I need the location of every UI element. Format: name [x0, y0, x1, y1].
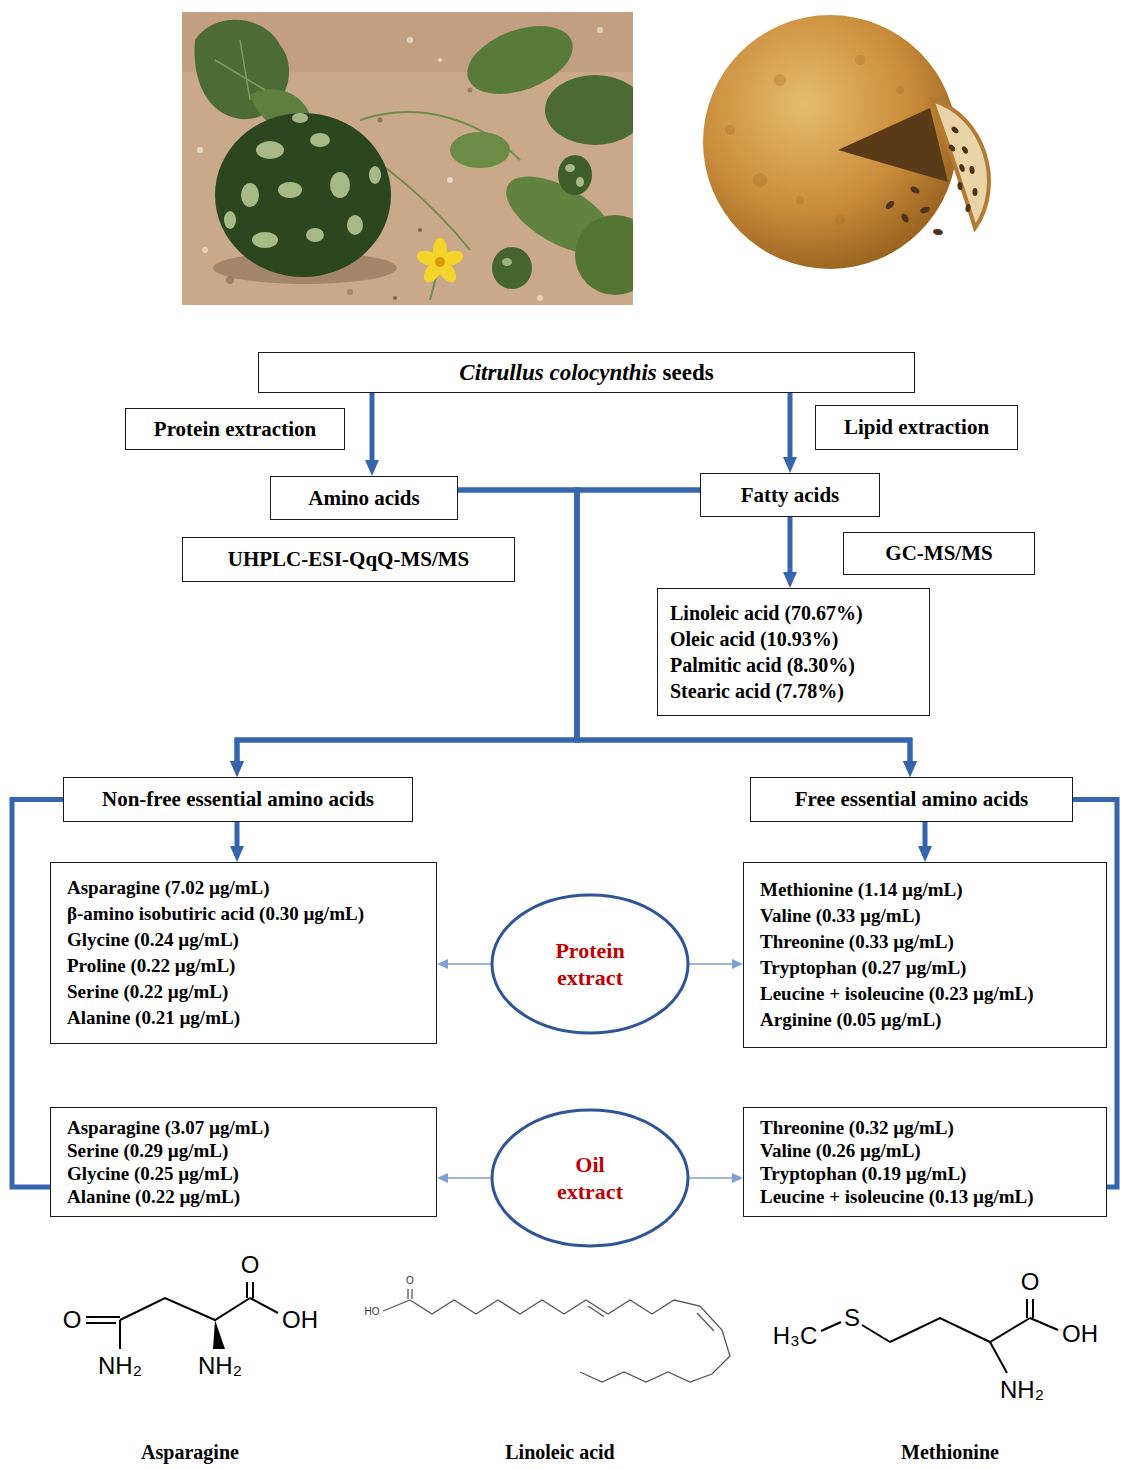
compound-name: Methionine [901, 1442, 999, 1462]
source-box: Citrullus colocynthis seeds [258, 352, 915, 393]
box-text: Arginine (0.05 µg/mL) [760, 1007, 941, 1033]
extract-circle: Protein extract [490, 893, 690, 1035]
circle-outline [490, 893, 690, 1035]
box-text: Threonine (0.32 µg/mL) [760, 1116, 954, 1139]
extract-arrow [687, 1177, 732, 1179]
category-box: Amino acids [270, 476, 458, 520]
flow-arrow [237, 490, 700, 761]
box-text: Tryptophan (0.27 µg/mL) [760, 955, 966, 981]
box-text: Leucine + isoleucine (0.23 µg/mL) [760, 981, 1034, 1007]
category-box: Fatty acids [700, 473, 880, 517]
atom-label: HO [365, 1307, 380, 1317]
technique-box: UHPLC-ESI-QqQ-MS/MS [182, 537, 515, 582]
method-box: Protein extraction [125, 408, 345, 450]
box-text: Tryptophan (0.19 µg/mL) [760, 1162, 966, 1185]
flow-arrow [923, 822, 928, 846]
box-text: Alanine (0.22 µg/mL) [67, 1185, 240, 1208]
circle-outline [492, 895, 688, 1033]
flow-arrow [237, 490, 577, 761]
plain-text: seeds [657, 360, 714, 385]
methionine-structure [821, 1299, 1058, 1373]
technique-box: GC-MS/MS [843, 532, 1035, 575]
atom-label: H₃C [773, 1324, 817, 1348]
box-text: Protein extraction [154, 417, 316, 442]
box-text: Valine (0.33 µg/mL) [760, 903, 921, 929]
linoleic-acid-structure [383, 1289, 730, 1382]
circle-outline [492, 1110, 688, 1246]
box-text: Protein extract [548, 937, 632, 992]
box-text: Threonine (0.33 µg/mL) [760, 929, 954, 955]
box-text: Free essential amino acids [795, 787, 1029, 812]
box-text: Glycine (0.24 µg/mL) [67, 927, 239, 953]
box-text: Asparagine (3.07 µg/mL) [67, 1116, 270, 1139]
result-list: Linoleic acid (70.67%)Oleic acid (10.93%… [657, 588, 930, 716]
atom-label: OH [1062, 1322, 1098, 1346]
flow-arrow [788, 517, 793, 572]
species-name: Citrullus colocynthis [459, 360, 656, 385]
group-box: Non-free essential amino acids [63, 777, 413, 822]
atom-label: S [844, 1306, 860, 1330]
box-text: GC-MS/MS [885, 541, 992, 566]
atom-label: OH [282, 1308, 318, 1332]
box-text: Lipid extraction [844, 415, 989, 440]
box-text: β-amino isobutiric acid (0.30 µg/mL) [67, 901, 364, 927]
box-text: Oleic acid (10.93%) [670, 626, 838, 652]
extract-arrow [448, 1177, 493, 1179]
box-text: Linoleic acid (70.67%) [670, 600, 863, 626]
box-text: Non-free essential amino acids [102, 787, 374, 812]
box-text: Proline (0.22 µg/mL) [67, 953, 235, 979]
box-text: Alanine (0.21 µg/mL) [67, 1005, 240, 1031]
box-text: Amino acids [308, 486, 419, 511]
fruit-photo [703, 15, 989, 269]
compound-name: Asparagine [141, 1442, 239, 1462]
box-text: Oil extract [548, 1151, 632, 1206]
box-text: UHPLC-ESI-QqQ-MS/MS [228, 547, 470, 572]
atom-label: NH₂ [1000, 1378, 1044, 1402]
box-text: Asparagine (7.02 µg/mL) [67, 875, 270, 901]
box-text: Serine (0.29 µg/mL) [67, 1139, 228, 1162]
box-text: Leucine + isoleucine (0.13 µg/mL) [760, 1185, 1034, 1208]
flow-arrow [788, 393, 793, 457]
circle-outline [490, 1108, 690, 1248]
flow-arrow [235, 822, 240, 846]
atom-label: NH₂ [198, 1354, 242, 1378]
atom-label: O [63, 1308, 82, 1332]
box-text: Citrullus colocynthis seeds [459, 360, 713, 386]
result-list: Threonine (0.32 µg/mL)Valine (0.26 µg/mL… [743, 1107, 1107, 1217]
plant-photo [182, 12, 633, 305]
box-text: Methionine (1.14 µg/mL) [760, 877, 963, 903]
extract-arrow [687, 963, 732, 965]
box-text: Glycine (0.25 µg/mL) [67, 1162, 239, 1185]
result-list: Methionine (1.14 µg/mL)Valine (0.33 µg/m… [743, 862, 1107, 1048]
box-text: Valine (0.26 µg/mL) [760, 1139, 921, 1162]
extract-circle: Oil extract [490, 1108, 690, 1248]
box-text: Stearic acid (7.78%) [670, 678, 844, 704]
box-text: Palmitic acid (8.30%) [670, 652, 855, 678]
atom-label: NH₂ [98, 1354, 142, 1378]
compound-name: Linoleic acid [505, 1442, 614, 1462]
atom-label: O [406, 1276, 414, 1286]
result-list: Asparagine (3.07 µg/mL)Serine (0.29 µg/m… [50, 1107, 437, 1217]
flow-arrow [370, 393, 375, 460]
box-text: Serine (0.22 µg/mL) [67, 979, 228, 1005]
atom-label: O [241, 1253, 260, 1277]
method-box: Lipid extraction [815, 405, 1018, 450]
atom-label: O [1021, 1270, 1040, 1294]
asparagine-structure [86, 1282, 278, 1349]
result-list: Asparagine (7.02 µg/mL)β-amino isobutiri… [50, 862, 437, 1044]
box-text: Fatty acids [741, 483, 840, 508]
extract-arrow [448, 963, 493, 965]
group-box: Free essential amino acids [750, 777, 1073, 822]
